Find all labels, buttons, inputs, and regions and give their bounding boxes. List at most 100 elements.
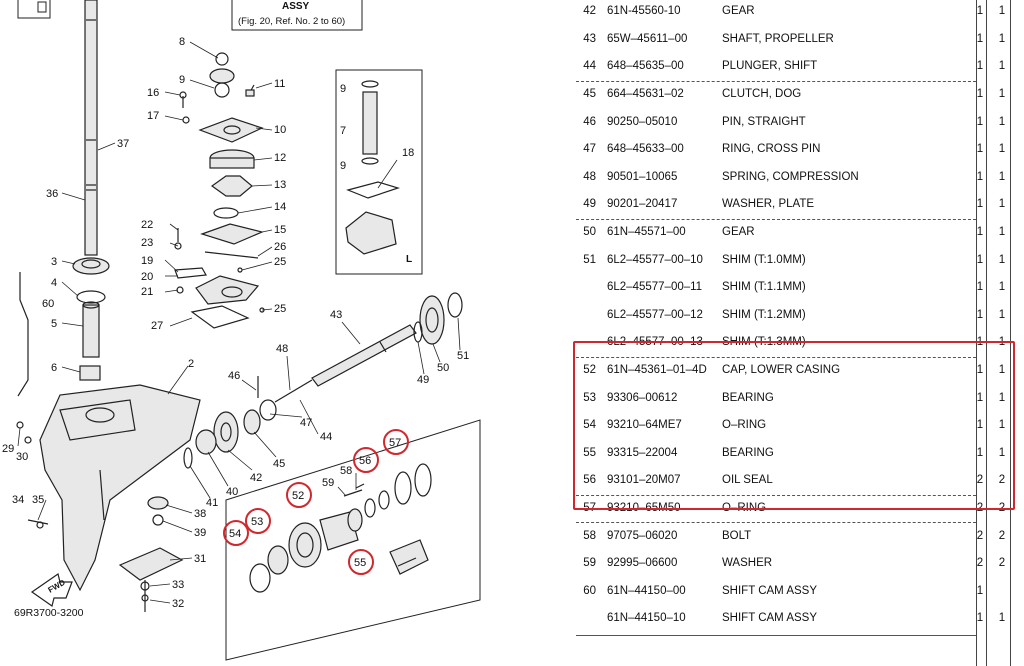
cell-q2: 1 [998, 60, 1006, 73]
bearing-6 [79, 365, 101, 381]
cell-desc: CAP, LOWER CASING [722, 363, 841, 376]
callout-50: 50 [437, 362, 449, 374]
cell-desc: SHIFT CAM ASSY [722, 584, 818, 597]
cell-desc: PLUNGER, SHIFT [722, 60, 818, 73]
cell-desc: SHAFT, PROPELLER [722, 32, 834, 45]
group-separator [576, 80, 976, 82]
callout-43: 43 [330, 309, 342, 321]
callout-9c: 9 [340, 160, 346, 172]
cell-q2: 1 [998, 143, 1006, 156]
cell-q1: 2 [976, 557, 984, 570]
cell-no: 56 [583, 474, 596, 487]
cell-no: 52 [583, 363, 596, 376]
cell-no: 55 [583, 446, 596, 459]
highlight-circle-55 [348, 549, 374, 575]
cell-no: 48 [583, 170, 596, 183]
cell-desc: SHIM (T:1.1MM) [722, 281, 806, 294]
callout-8: 8 [179, 36, 185, 48]
cell-part-no: 648–45633–00 [607, 143, 684, 156]
callout-31: 31 [194, 553, 206, 565]
cell-q2: 1 [998, 225, 1006, 238]
cell-desc: SHIM (T:1.2MM) [722, 308, 806, 321]
cell-no: 54 [583, 419, 596, 432]
callout-56: 56 [359, 455, 371, 467]
callout-37: 37 [117, 138, 129, 150]
callout-59: 59 [322, 477, 334, 489]
cell-q2: 1 [998, 32, 1006, 45]
cell-no: 57 [583, 501, 596, 514]
callout-26: 26 [274, 241, 286, 253]
callout-29: 29 [2, 443, 14, 455]
callout-44: 44 [320, 431, 332, 443]
cell-no: 44 [583, 60, 596, 73]
cell-q2: 1 [998, 281, 1006, 294]
water-pump-assembly [174, 52, 265, 329]
callout-12: 12 [274, 152, 286, 164]
callout-27: 27 [151, 320, 163, 332]
cell-q2: 1 [998, 87, 1006, 100]
callout-15: 15 [274, 224, 286, 236]
header-title: ASSY [282, 1, 310, 12]
cell-part-no: 61N–44150–10 [607, 612, 686, 625]
cell-part-no: 6L2–45577–00–10 [607, 253, 703, 266]
cell-part-no: 61N-45560-10 [607, 4, 681, 17]
cell-q2: 1 [998, 419, 1006, 432]
cell-desc: BOLT [722, 529, 752, 542]
cell-part-no: 61N–45571–00 [607, 225, 686, 238]
callout-4: 4 [51, 277, 57, 289]
callout-11: 11 [274, 78, 285, 90]
callout-19: 19 [141, 255, 153, 267]
callout-3: 3 [51, 256, 57, 268]
cell-desc: SHIFT CAM ASSY [722, 612, 818, 625]
bolt-34-35 [27, 519, 49, 529]
bolt-32-33 [140, 580, 150, 612]
cell-q2: 1 [998, 4, 1006, 17]
cell-q1: 1 [976, 170, 984, 183]
cell-part-no: 90201–20417 [607, 198, 678, 211]
group-separator [576, 494, 976, 496]
drive-shaft [84, 0, 98, 256]
callout-42: 42 [250, 472, 262, 484]
sleeve-5 [82, 301, 100, 358]
callout-55: 55 [354, 557, 366, 569]
callout-53: 53 [251, 516, 263, 528]
trim-tab-38 [147, 496, 169, 526]
cell-q1: 1 [976, 115, 984, 128]
cell-desc: O–RING [722, 419, 767, 432]
cell-q1: 1 [976, 32, 984, 45]
cell-q2: 1 [998, 612, 1006, 625]
callout-21: 21 [141, 286, 153, 298]
cell-q2: 1 [998, 363, 1006, 376]
callout-7: 7 [340, 125, 346, 137]
cell-part-no: 92995–06600 [607, 557, 678, 570]
cell-no: 46 [583, 115, 596, 128]
cell-no: 51 [583, 253, 596, 266]
group-separator [576, 218, 976, 220]
cell-q2: 1 [998, 308, 1006, 321]
lower-casing-2 [39, 384, 201, 592]
callout-40: 40 [226, 486, 238, 498]
cell-desc: GEAR [722, 225, 755, 238]
callout-9b: 9 [340, 83, 346, 95]
cell-q1: 2 [976, 474, 984, 487]
callout-25b: 25 [274, 303, 286, 315]
cell-no: 43 [583, 32, 596, 45]
callout-33: 33 [172, 579, 184, 591]
cell-desc: O–RING [722, 501, 767, 514]
callout-54: 54 [229, 528, 241, 540]
highlight-circle-57 [383, 429, 409, 455]
callout-2: 2 [188, 358, 194, 370]
cell-no: 58 [583, 529, 596, 542]
document-icon [17, 0, 51, 19]
highlight-circle-53 [245, 508, 271, 534]
cell-q2: 2 [998, 529, 1006, 542]
cell-q2: 1 [998, 446, 1006, 459]
cell-no: 49 [583, 198, 596, 211]
